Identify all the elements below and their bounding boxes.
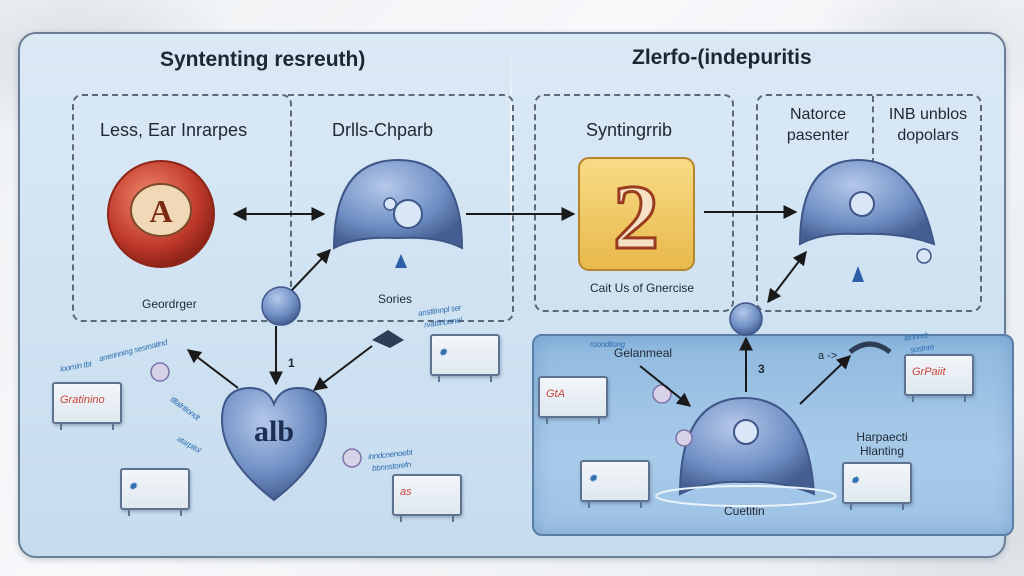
mini-card-3: ✹: [430, 334, 500, 382]
box-d-heading-left: Natorce pasenter: [786, 106, 850, 144]
lower-small-label: 3: [758, 362, 765, 376]
hub-small-label: 1: [288, 356, 295, 370]
red-badge-icon: A: [107, 160, 215, 268]
arrow-lower-left: [639, 365, 692, 407]
box-c: [534, 94, 734, 312]
mini-card-2: ✹: [120, 468, 190, 516]
box-d-inner-divider: [872, 96, 874, 216]
box-a-caption: Geordrger: [142, 297, 197, 311]
svg-text:alb: alb: [254, 415, 294, 448]
arrow-lower-right: [799, 355, 852, 405]
blue-robot-icon-b: [332, 158, 464, 268]
mini-card-1: Gratinino: [52, 382, 122, 430]
mini-card-5: GtA: [538, 376, 608, 424]
arrow-heart-left: [186, 349, 239, 389]
arrow-node-d: [767, 250, 807, 304]
box-c-heading: Syntingrrib: [586, 120, 673, 140]
arrow-node-b: [291, 248, 331, 291]
mini-card-4: as: [392, 474, 462, 522]
small-connector-icon-right: [848, 341, 892, 355]
lower-caption: Cuetitin: [724, 504, 765, 518]
box-b-caption: Sories: [378, 292, 413, 306]
blue-robot-icon-lower: [655, 396, 837, 507]
svg-text:2: 2: [613, 166, 659, 268]
lower-arrow-note: a ->: [818, 350, 838, 362]
box-b: [288, 94, 514, 322]
lower-label-right: Harpaecti Hlanting: [856, 430, 908, 458]
lower-label-top: Gelanmeal: [614, 346, 673, 360]
svg-text:A: A: [149, 193, 172, 229]
left-panel-title: Syntenting resreuth): [160, 48, 366, 71]
mini-card-8: ✹: [842, 462, 912, 510]
node-small-right: [729, 302, 763, 336]
box-b-heading: Drlls-Chparb: [332, 120, 434, 140]
blue-heart-icon: alb: [220, 386, 328, 502]
scribble-11: roondtiong: [590, 340, 625, 349]
mini-card-7: GrPaiit: [904, 354, 974, 402]
yellow-number-tile-icon: 2: [578, 157, 695, 271]
arrow-heart-right: [312, 345, 373, 391]
mini-card-6: ✹: [580, 460, 650, 508]
node-small-left: [261, 286, 301, 326]
box-c-caption: Cait Us of Gnercise: [590, 281, 695, 295]
blue-robot-icon-d: [798, 158, 936, 282]
small-connector-icon: [372, 330, 404, 348]
box-d: [756, 94, 982, 312]
panel-divider: [510, 40, 512, 290]
right-panel-title: Zlerfo-(indepuritis: [632, 46, 812, 69]
box-a-heading: Less, Ear Inrarpes: [100, 120, 248, 140]
box-d-heading-right: INB unblos dopolars: [888, 106, 968, 144]
